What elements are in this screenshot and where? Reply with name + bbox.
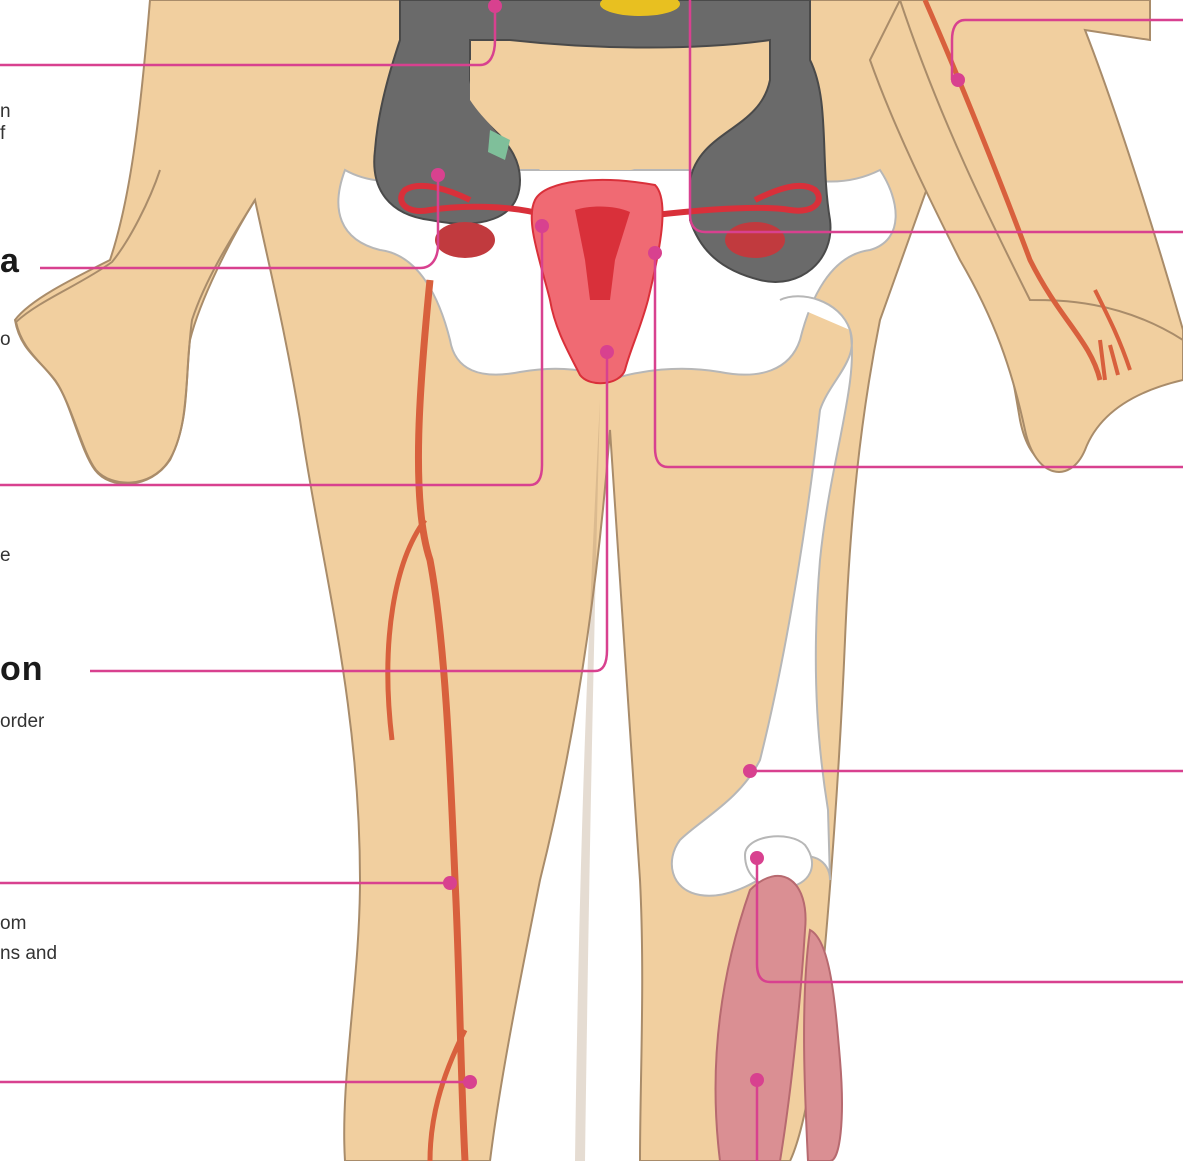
- text-om: om: [0, 908, 26, 940]
- ovary-right: [725, 222, 785, 258]
- heading-a: a: [0, 242, 20, 281]
- heading-on: on: [0, 650, 44, 689]
- ovary-left: [435, 222, 495, 258]
- leader-dot-icon: [750, 851, 764, 865]
- leader-dot-icon: [463, 1075, 477, 1089]
- fragment-mid-1: o: [0, 324, 11, 356]
- leader-dot-icon: [431, 168, 445, 182]
- fragment-mid-2: e: [0, 540, 11, 572]
- calf-muscle-side: [804, 930, 842, 1161]
- leader-dot-icon: [648, 246, 662, 260]
- text-ns-and: ns and: [0, 938, 57, 970]
- leader-dot-icon: [750, 1073, 764, 1087]
- text-order: order: [0, 706, 44, 738]
- leader-dot-icon: [600, 345, 614, 359]
- leader-dot-icon: [743, 764, 757, 778]
- leader-dot-icon: [443, 876, 457, 890]
- leader-dot-icon: [951, 73, 965, 87]
- leader-dot-icon: [535, 219, 549, 233]
- fragment-top-f: f: [0, 118, 5, 150]
